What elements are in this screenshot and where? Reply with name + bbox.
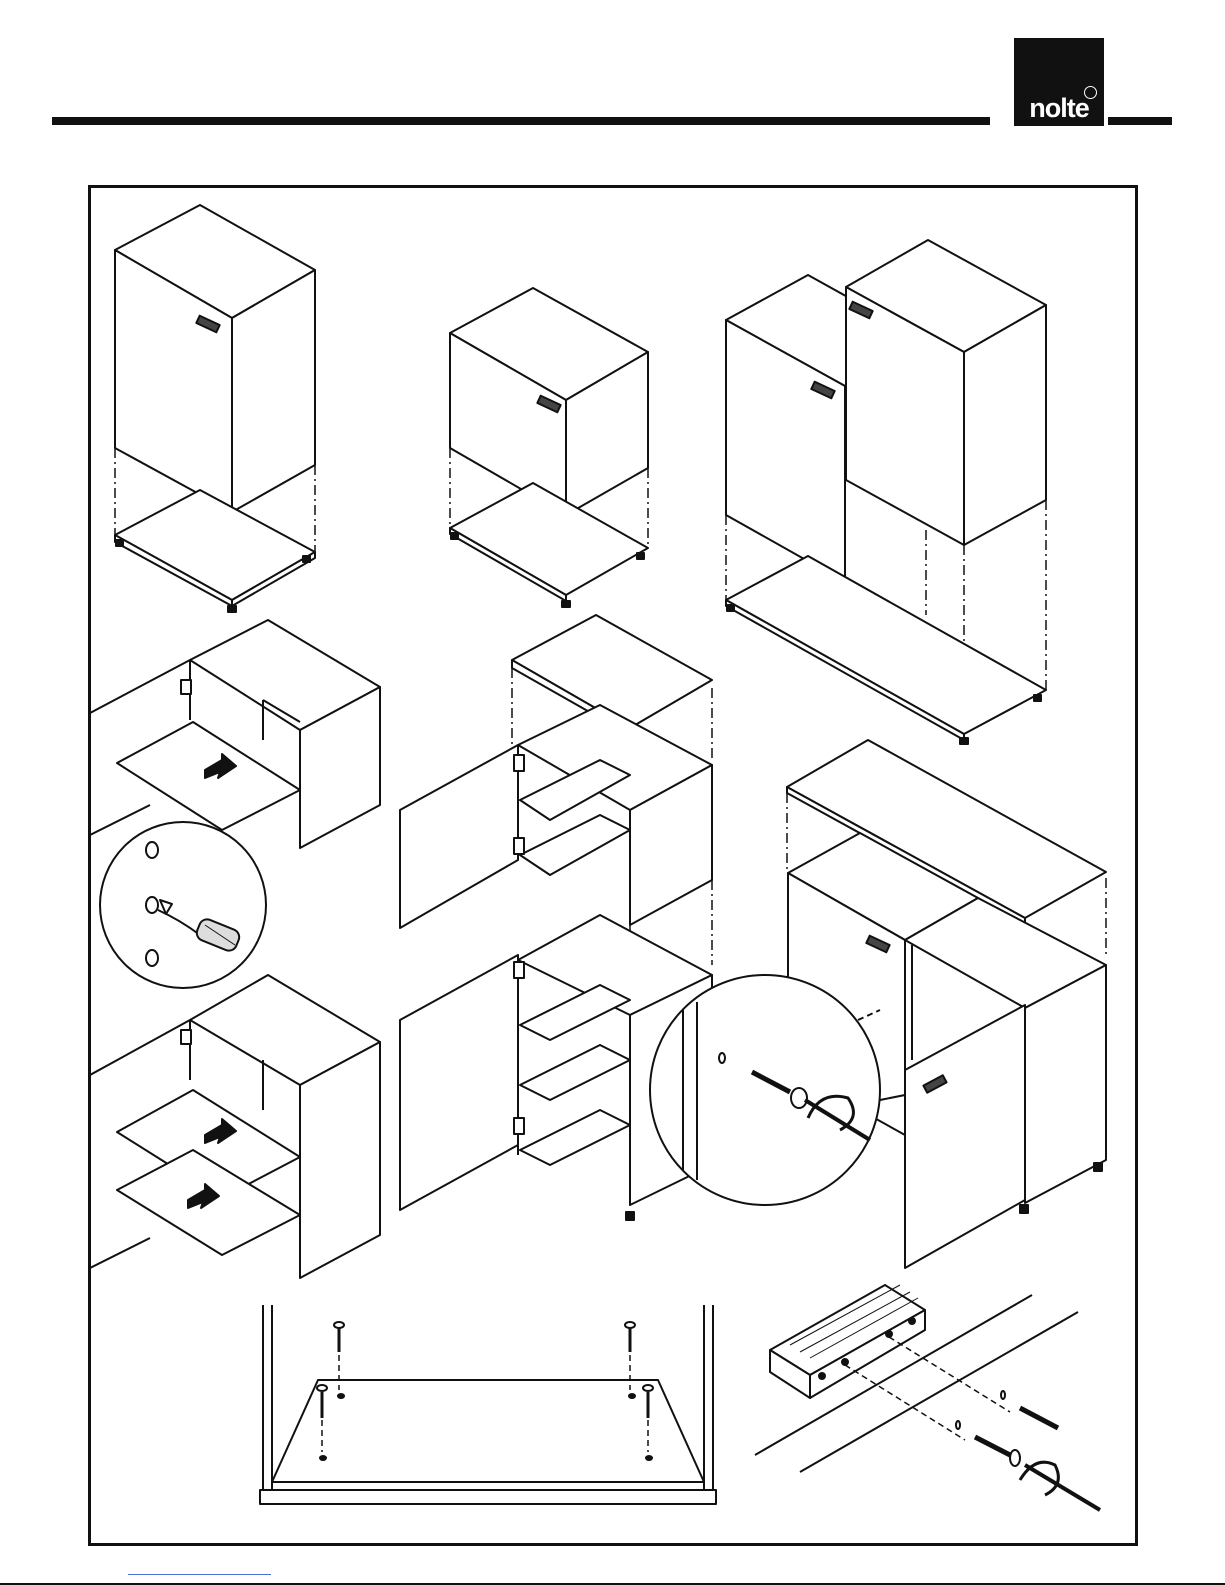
bottom-link-underline[interactable] [128,1574,271,1575]
header-rule [52,117,990,125]
figure-wall-rail-mounting [755,1285,1100,1510]
figure-shelf-insert-single [91,620,380,848]
nolte-logo: nolte [1014,38,1104,126]
instruction-frame [88,185,1138,1546]
figure-shelf-insert-double [91,975,380,1278]
figure-base-screw-fixing [260,1305,716,1504]
figure-cabinet-short-on-base [450,288,648,607]
assembly-illustrations [91,188,1135,1543]
figure-cabinet-tall-on-base [115,205,315,612]
figure-shelf-pin-detail [100,822,266,988]
header-rule-right [1108,117,1172,125]
figure-double-cabinet-on-base [726,240,1046,744]
logo-text: nolte [1014,93,1104,124]
